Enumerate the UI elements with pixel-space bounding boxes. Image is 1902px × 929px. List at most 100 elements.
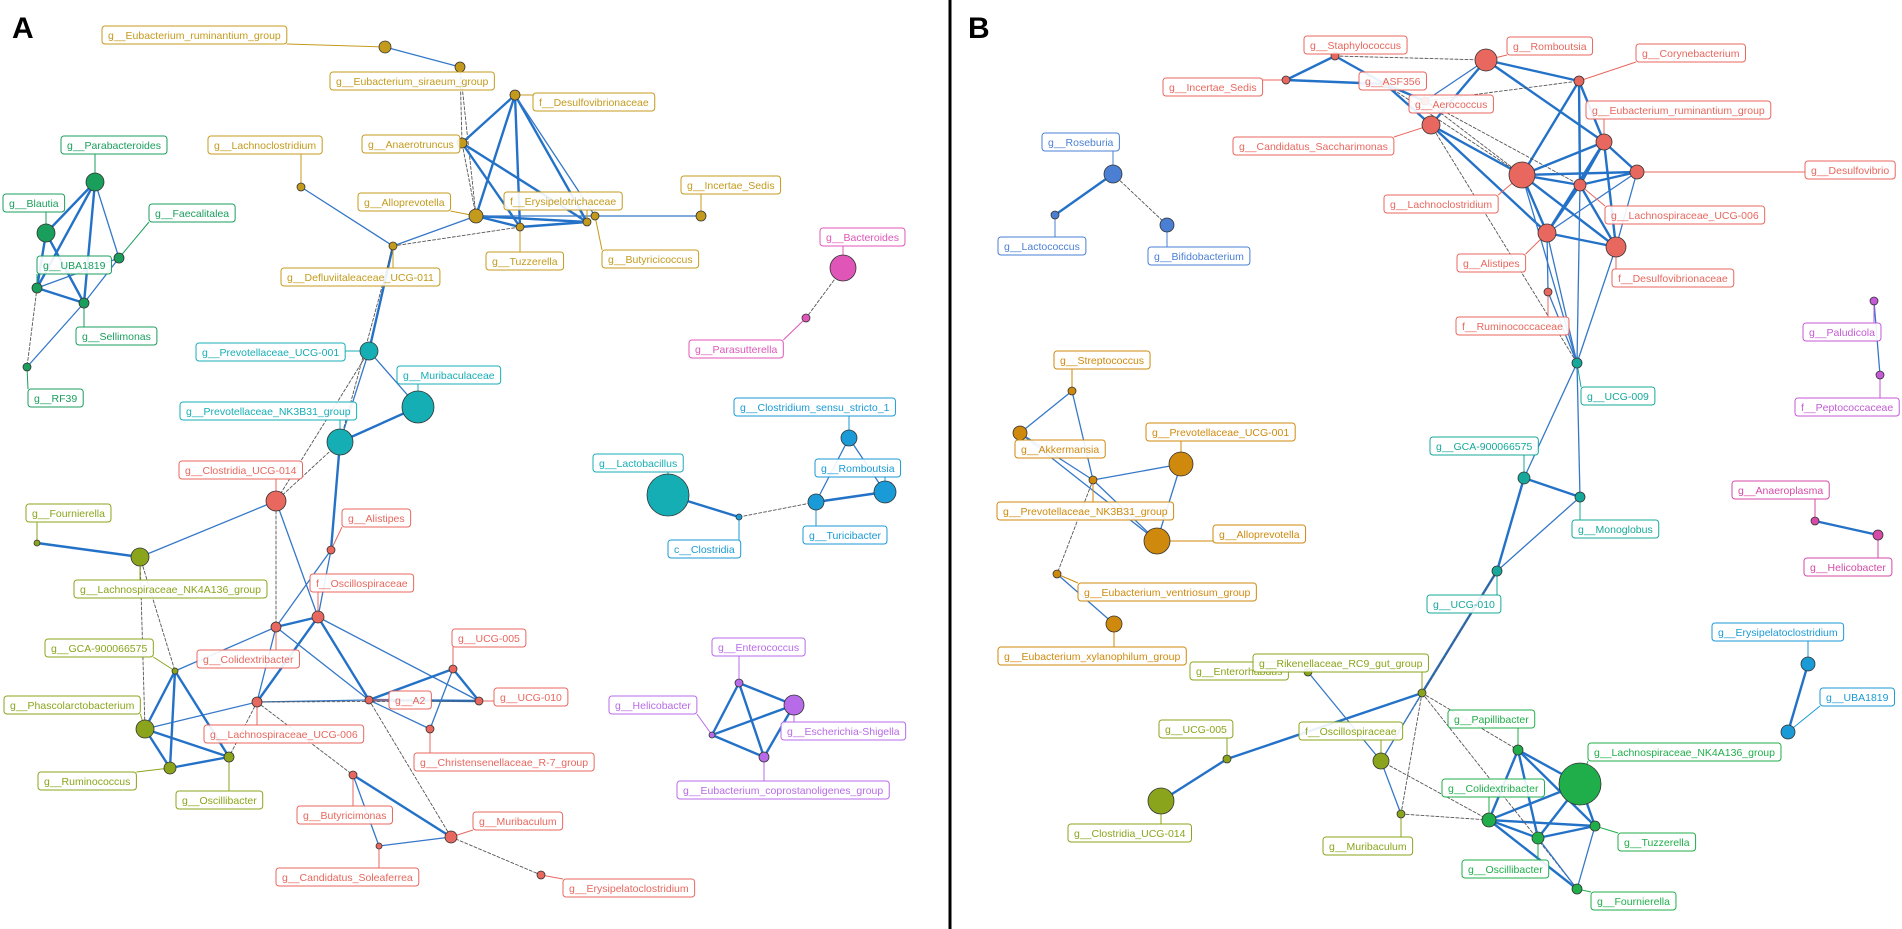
node-label-text: g__UCG-010	[500, 692, 562, 704]
nodes-layer	[22, 40, 1885, 895]
node-g-lactococcus	[1050, 210, 1060, 220]
node-g-oscillibacter	[1531, 831, 1545, 845]
network-edge	[1484, 58, 1581, 83]
network-edge	[1284, 54, 1337, 82]
node-label-text: g__Incertae_Sedis	[1169, 82, 1257, 94]
node-label-text: f__Peptococcaceae	[1801, 402, 1893, 414]
network-edge	[139, 500, 277, 558]
network-edge	[1496, 496, 1581, 572]
node-g-candidatus-saccharimonas	[1421, 115, 1441, 135]
node-label-text: g__UCG-005	[458, 633, 520, 645]
node-label-g-muribaculum: g__Muribaculum	[472, 811, 564, 831]
node-label-g-bifidobacterium: g__Bifidobacterium	[1147, 246, 1251, 266]
node-label-box	[1077, 582, 1257, 602]
node-f-oscillospiraceae	[1372, 752, 1390, 770]
node-label-box	[997, 236, 1087, 256]
node-label-text: g__Ruminococcus	[44, 776, 130, 788]
node-g-streptococcus	[1067, 386, 1077, 396]
node-g-gca-900066575	[171, 667, 179, 675]
network-edge	[26, 302, 85, 368]
node-g-rf39	[22, 362, 32, 372]
network-edge	[1053, 172, 1115, 217]
node-label-box	[275, 867, 420, 887]
node-f-erysipelotrichaceae	[582, 217, 592, 227]
node-label-box	[1455, 316, 1570, 336]
node-g-gca-900066575	[1517, 471, 1531, 485]
node-label-box	[601, 249, 700, 269]
node-label-box	[1617, 832, 1697, 852]
node-label-g-anaeroplasma: g__Anaeroplasma	[1731, 480, 1830, 500]
panel-a-letter: A	[12, 12, 34, 45]
node-label-g-lachnospiraceae-ucg-006: g__Lachnospiraceae_UCG-006	[203, 724, 365, 744]
node-g-ruminococcus	[163, 761, 177, 775]
node-label-text: g__Akkermansia	[1021, 444, 1099, 456]
node-label-box	[1731, 480, 1830, 500]
node-g-faecalitalea	[113, 252, 125, 264]
network-edge	[368, 699, 431, 730]
node-g-escherichia-shigella	[783, 694, 805, 716]
network-edge	[1578, 170, 1639, 187]
node-label-box	[1408, 94, 1494, 114]
node-label-g-romboutsia: g__Romboutsia	[1506, 36, 1594, 56]
node-label-g-monoglobus: g__Monoglobus	[1571, 519, 1660, 539]
node-g-lactobacillus	[646, 473, 690, 517]
node-g-paludicola	[1869, 296, 1879, 306]
node-label-box	[179, 401, 358, 421]
node-label-box	[341, 508, 412, 528]
node-label-text: g__Bifidobacterium	[1154, 251, 1244, 263]
node-label-box	[667, 539, 742, 559]
node-label-text: g__Tuzzerella	[1624, 837, 1690, 849]
node-label-g-clostridium-sensu-stricto-1: g__Clostridium_sensu_stricto_1	[733, 397, 896, 417]
node-label-box	[196, 649, 300, 669]
node-label-text: g__Prevotellaceae_NK3B31_group	[186, 406, 351, 418]
network-edge	[384, 46, 461, 68]
node-label-g-a2: g__A2	[388, 690, 432, 710]
node-label-box	[1252, 653, 1429, 673]
node-g-muribaculum	[444, 830, 458, 844]
node-label-g-prevotellaceae-ucg-001: g__Prevotellaceae_UCG-001	[1145, 422, 1296, 442]
node-label-text: g__Eubacterium_ruminantium_group	[1592, 105, 1765, 117]
network-edge	[392, 215, 477, 247]
network-edge	[1424, 59, 1487, 102]
node-label-text: g__Helicobacter	[1810, 562, 1886, 574]
node-g-uba1819	[1780, 724, 1796, 740]
node-label-box	[178, 460, 303, 480]
node-label-box	[2, 193, 66, 213]
node-label-box	[532, 92, 656, 112]
node-label-text: g__Escherichia-Shigella	[787, 726, 900, 738]
network-edge	[351, 773, 453, 839]
node-g-ucg-010	[474, 696, 484, 706]
node-label-text: g__Lachnospiraceae_NK4A136_group	[1594, 747, 1775, 759]
node-label-text: g__Clostridia_UCG-014	[185, 465, 297, 477]
network-edge	[1092, 463, 1182, 481]
network-edge	[1520, 173, 1618, 249]
node-label-box	[676, 780, 890, 800]
network-edge	[459, 66, 477, 217]
node-label-text: g__Prevotellaceae_UCG-001	[202, 347, 339, 359]
label-leader-line	[118, 221, 150, 259]
node-label-g-prevotellaceae-ucg-001: g__Prevotellaceae_UCG-001	[195, 342, 346, 362]
node-label-g-asf356: g__ASF356	[1358, 71, 1427, 91]
node-g-ucg-005	[1222, 754, 1232, 764]
node-label-box	[1604, 205, 1766, 225]
node-g-butyricimonas	[348, 770, 358, 780]
network-edge	[44, 180, 97, 235]
node-label-g-corynebacterium: g__Corynebacterium	[1635, 43, 1746, 63]
node-label-text: g__Enterococcus	[718, 642, 799, 654]
node-label-g-candidatus-saccharimonas: g__Candidatus_Saccharimonas	[1232, 136, 1395, 156]
node-g-candidatus-soleaferrea	[375, 842, 383, 850]
network-edge	[368, 699, 452, 838]
node-label-box	[195, 342, 346, 362]
node-g-fournierella	[33, 539, 41, 547]
node-label-text: g__Clostridia_UCG-014	[1074, 828, 1186, 840]
node-label-g-prevotellaceae-nk3b31-group: g__Prevotellaceae_NK3B31_group	[179, 401, 358, 421]
node-label-box	[60, 135, 168, 155]
node-label-text: f__Oscillospiraceae	[316, 578, 408, 590]
network-edge	[1484, 58, 1606, 144]
node-label-g-lachnoclostridium: g__Lachnoclostridium	[1383, 194, 1499, 214]
node-label-g-enterococcus: g__Enterococcus	[711, 637, 806, 657]
node-label-g-gca-900066575: g__GCA-900066575	[44, 638, 154, 658]
node-label-g-christensenellaceae-r-7-group: g__Christensenellaceae_R-7_group	[413, 752, 595, 772]
network-edge	[738, 501, 817, 518]
node-label-box	[388, 690, 432, 710]
